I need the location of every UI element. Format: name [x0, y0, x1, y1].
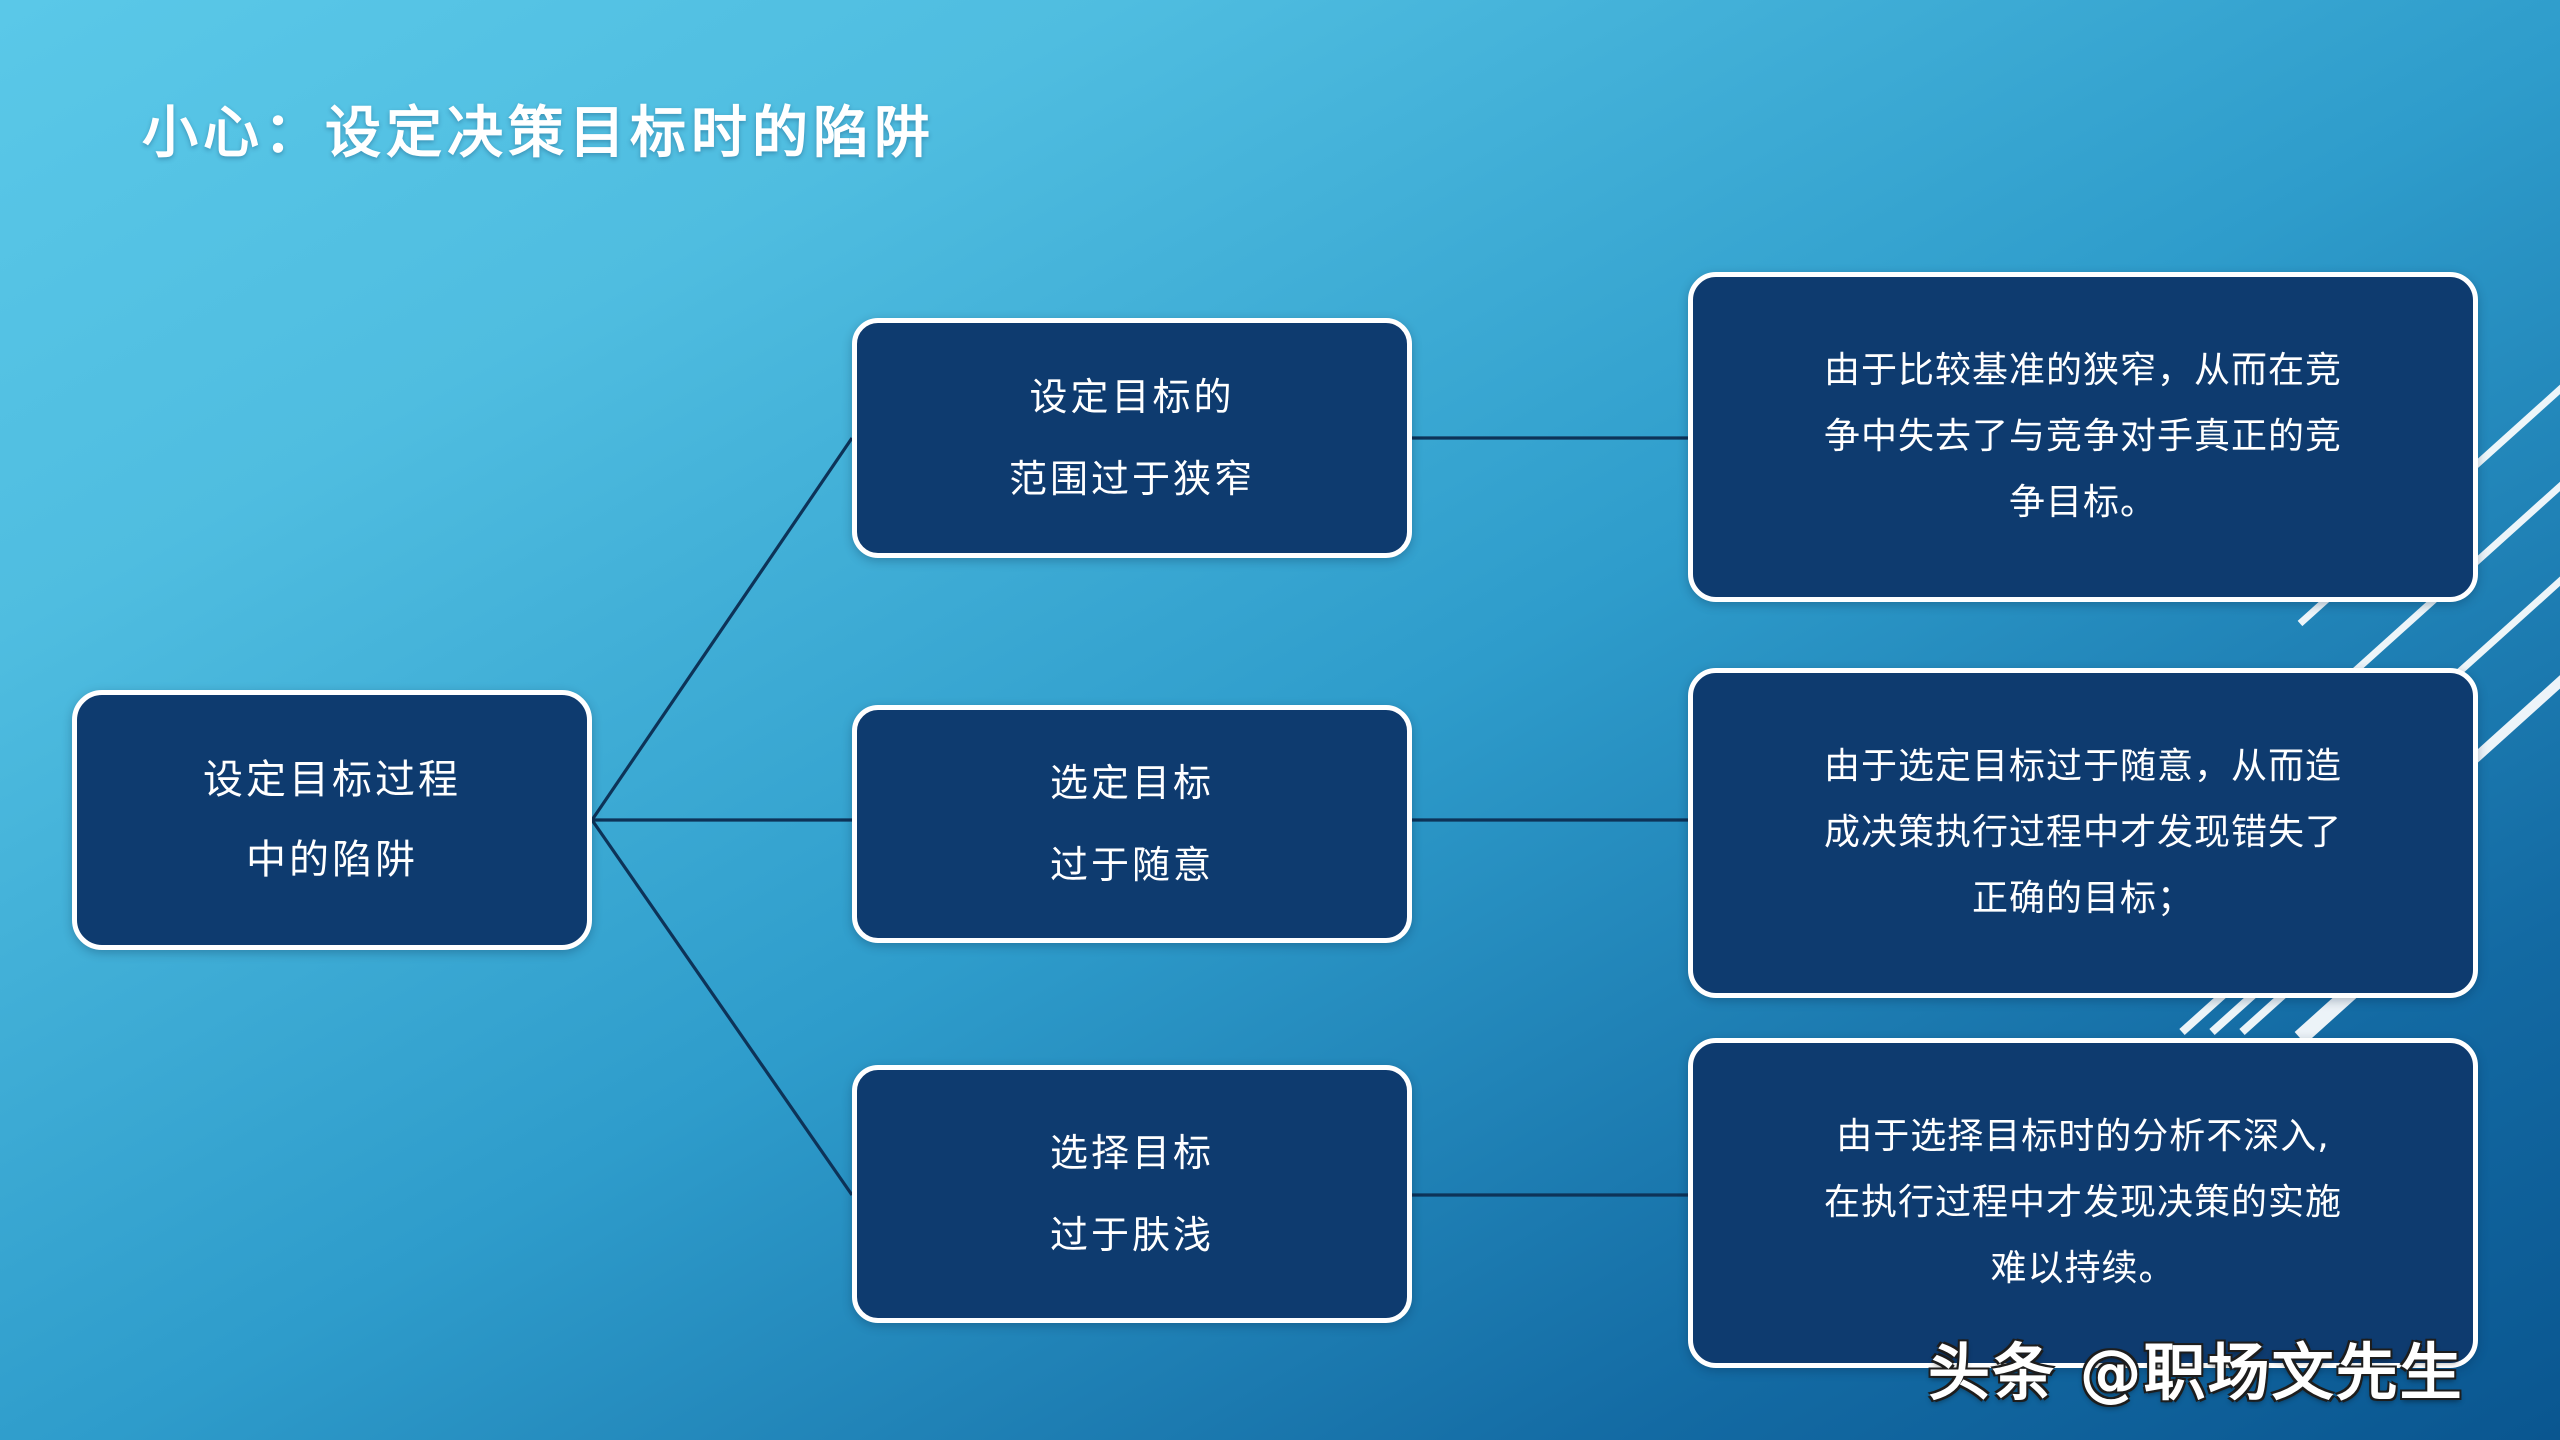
middle-node-1-line-1: 设定目标的 [1029, 375, 1235, 419]
detail-node-1-line-3: 争目标。 [2008, 482, 2157, 523]
detail-node-3-line-3: 难以持续。 [1990, 1248, 2176, 1289]
detail-node-3[interactable]: 由于选择目标时的分析不深入, 在执行过程中才发现决策的实施 难以持续。 [1688, 1038, 2478, 1368]
middle-node-3-line-1: 选择目标 [1049, 1131, 1214, 1175]
root-node[interactable]: 设定目标过程 中的陷阱 [72, 690, 592, 950]
root-node-line-1: 设定目标过程 [203, 757, 461, 803]
detail-node-1[interactable]: 由于比较基准的狭窄，从而在竞 争中失去了与竞争对手真正的竞 争目标。 [1688, 272, 2478, 602]
middle-node-2-line-1: 选定目标 [1049, 761, 1214, 805]
slide-title: 小心：设定决策目标时的陷阱 [142, 101, 935, 166]
root-node-line-2: 中的陷阱 [246, 837, 418, 883]
detail-node-2[interactable]: 由于选定目标过于随意，从而造 成决策执行过程中才发现错失了 正确的目标； [1688, 668, 2478, 998]
middle-node-3-line-2: 过于肤浅 [1049, 1213, 1214, 1257]
middle-node-2[interactable]: 选定目标 过于随意 [852, 705, 1412, 943]
middle-node-3[interactable]: 选择目标 过于肤浅 [852, 1065, 1412, 1323]
detail-node-2-line-1: 由于选定目标过于随意，从而造 [1823, 746, 2342, 787]
middle-node-1-line-2: 范围过于狭窄 [1008, 457, 1255, 501]
middle-node-1[interactable]: 设定目标的 范围过于狭窄 [852, 318, 1412, 558]
detail-node-3-line-1: 由于选择目标时的分析不深入, [1836, 1116, 2330, 1157]
detail-node-3-line-2: 在执行过程中才发现决策的实施 [1823, 1182, 2342, 1223]
middle-node-2-line-2: 过于随意 [1049, 843, 1214, 887]
detail-node-1-line-1: 由于比较基准的狭窄，从而在竞 [1823, 350, 2342, 391]
detail-node-2-line-3: 正确的目标； [1971, 878, 2194, 919]
connector-root-to-mid-1 [590, 437, 854, 821]
detail-node-1-line-2: 争中失去了与竞争对手真正的竞 [1823, 416, 2342, 457]
watermark: 头条 @职场文先生 [1928, 1336, 2464, 1409]
detail-node-2-line-2: 成决策执行过程中才发现错失了 [1823, 812, 2342, 853]
connector-root-to-mid-3 [590, 819, 854, 1196]
